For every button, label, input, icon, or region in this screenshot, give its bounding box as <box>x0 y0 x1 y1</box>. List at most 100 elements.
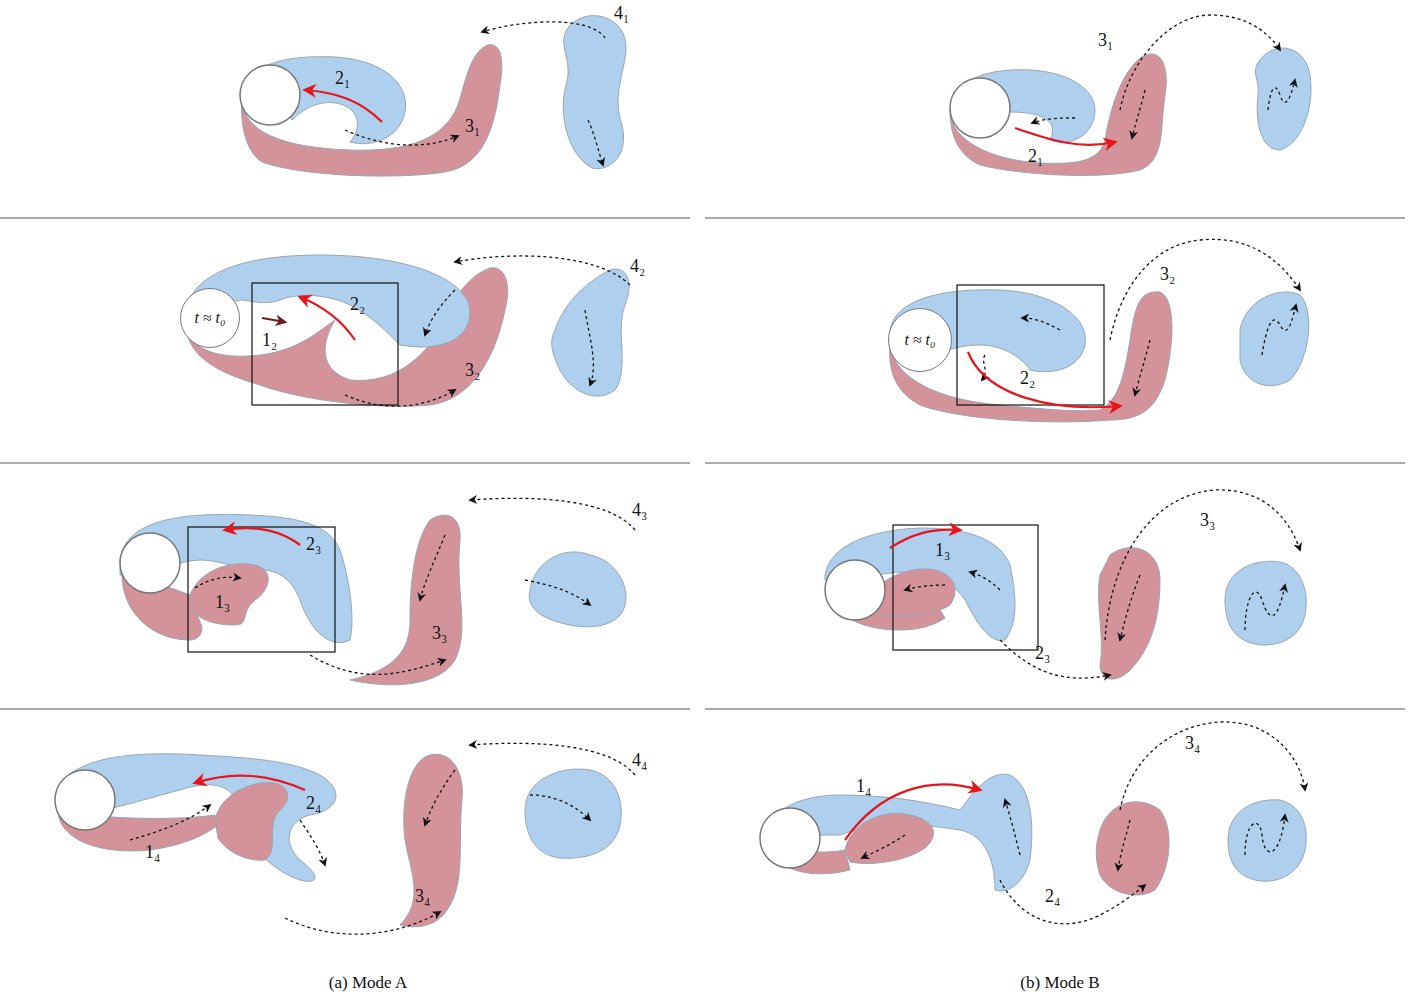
flow-arrow <box>345 390 455 406</box>
flow-arrow <box>1262 305 1296 355</box>
callout-number: 3₁ <box>465 116 480 136</box>
callout-number: 2₂ <box>1020 368 1035 388</box>
cylinders <box>55 65 1010 868</box>
flow-arrow <box>1000 880 1145 924</box>
cylinder-node: t ≈ t₀ <box>888 308 952 372</box>
separator-line <box>0 708 690 710</box>
flow-arrow <box>425 290 455 335</box>
main-arrow <box>195 776 305 790</box>
blue-vortex <box>825 528 1015 641</box>
separator-line <box>0 217 690 219</box>
callout-number: 3₃ <box>432 623 447 643</box>
main-arrow <box>968 352 1120 407</box>
red-vortex <box>215 783 288 861</box>
flow-arrow <box>1135 340 1150 395</box>
flow-arrow <box>300 820 325 865</box>
cylinder <box>120 533 180 593</box>
flow-arrow <box>470 498 635 530</box>
callout-number: 2₃ <box>306 534 321 554</box>
flow-arrow <box>425 770 455 825</box>
cylinder-node: t ≈ t₀ <box>180 288 240 348</box>
flow-arrow <box>345 130 458 145</box>
callout-number: 3₄ <box>1185 733 1200 753</box>
flow-arrow <box>195 577 240 588</box>
callout-number: 3₂ <box>1160 264 1175 284</box>
flow-arrow <box>905 585 945 590</box>
main-arrow <box>262 318 285 322</box>
main-arrows <box>195 90 1120 840</box>
cylinder <box>55 770 115 830</box>
vortex-blobs <box>55 16 1311 927</box>
flow-arrow <box>1120 722 1305 810</box>
red-vortex <box>1096 802 1169 895</box>
zoom-box <box>957 285 1104 405</box>
zoom-box <box>188 527 335 652</box>
flow-arrow <box>1120 15 1280 110</box>
flow-arrow <box>1032 118 1075 123</box>
blue-vortex <box>55 754 336 881</box>
flow-arrow <box>1110 239 1300 340</box>
callout-number: 3₃ <box>1200 510 1215 530</box>
flow-arrow <box>130 805 210 840</box>
flow-arrow <box>420 535 445 600</box>
flow-arrow <box>588 120 603 165</box>
main-arrow <box>300 297 355 340</box>
blue-vortex <box>120 514 352 642</box>
flow-arrow <box>285 912 440 934</box>
callout-number: 1₄ <box>145 842 160 862</box>
callout-number: 3₄ <box>415 886 430 906</box>
flow-arrow <box>470 743 635 775</box>
flow-arrow <box>1120 575 1140 640</box>
callout-number: 1₂ <box>262 330 277 350</box>
flow-arrow <box>530 795 590 820</box>
red-vortex <box>400 754 462 927</box>
zoom-box <box>252 283 398 405</box>
time-label: t ≈ t₀ <box>904 331 935 349</box>
blue-vortex <box>1255 48 1310 150</box>
flow-arrow <box>585 310 593 385</box>
callout-number: 2₂ <box>350 294 365 314</box>
main-arrow <box>1015 128 1115 145</box>
blue-vortex <box>563 16 626 169</box>
separator-line <box>0 462 690 464</box>
callout-number: 1₃ <box>215 592 230 612</box>
subfigure-caption: (a) Mode A <box>329 973 407 993</box>
flow-arrow <box>1268 80 1295 110</box>
callout-number: 2₄ <box>1045 886 1060 906</box>
callout-number: 2₁ <box>1028 146 1043 166</box>
callout-number: 2₄ <box>306 793 321 813</box>
separator-line <box>705 708 1405 710</box>
flow-arrow <box>1022 318 1060 330</box>
blue-vortex <box>525 769 621 858</box>
flow-arrow <box>1005 800 1020 855</box>
flow-arrow <box>1245 815 1285 855</box>
blue-vortex <box>529 552 626 627</box>
blue-vortex <box>552 269 629 396</box>
callout-number: 4₃ <box>632 500 647 520</box>
callout-number: 2₁ <box>335 68 350 88</box>
blue-vortex <box>1228 800 1306 881</box>
callout-number: 3₁ <box>1098 30 1113 50</box>
main-arrow <box>305 90 382 122</box>
callout-number: 4₁ <box>614 3 629 23</box>
callout-number: 4₂ <box>630 256 645 276</box>
cylinder <box>950 78 1010 138</box>
flow-arrow <box>970 572 1000 590</box>
flow-arrow <box>1245 585 1285 630</box>
blue-vortex <box>1225 561 1306 645</box>
flow-arrow <box>482 22 605 38</box>
flow-arrow <box>455 256 630 285</box>
red-vortex <box>190 564 268 625</box>
red-vortex <box>950 54 1166 175</box>
flow-arrow <box>1118 820 1130 870</box>
cylinder <box>240 65 300 125</box>
flow-arrow <box>310 655 445 674</box>
main-arrow <box>225 528 300 545</box>
callout-number: 4₄ <box>632 750 647 770</box>
row-separators <box>0 218 1405 709</box>
callout-number: 1₄ <box>856 776 871 796</box>
time-label: t ≈ t₀ <box>194 309 225 327</box>
separator-line <box>705 217 1405 219</box>
